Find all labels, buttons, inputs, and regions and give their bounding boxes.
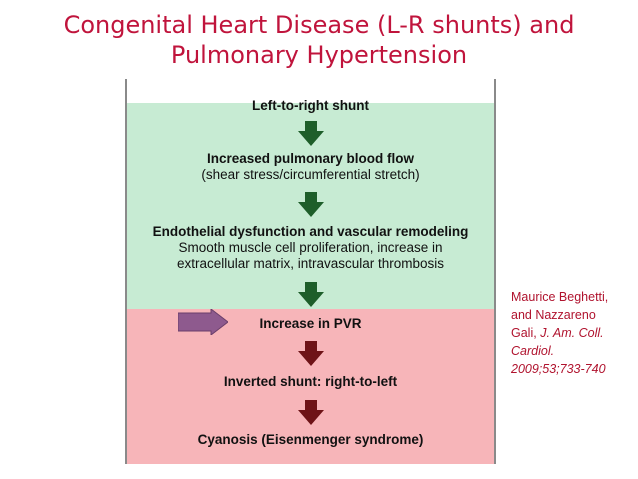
figure-right-border [494,79,496,464]
node-increased-pulmonary-blood-flow: Increased pulmonary blood flow (shear st… [133,151,488,183]
citation-line-3: Gali, J. Am. Coll. [511,324,636,342]
right-arrow-icon [178,309,228,335]
down-arrow-icon [298,192,324,217]
node-heading: Increased pulmonary blood flow [206,151,415,166]
node-increase-in-pvr: Increase in PVR [133,316,488,332]
node-heading: Left-to-right shunt [252,98,369,113]
citation-journal-cont: Cardiol. [511,344,555,358]
node-inverted-shunt: Inverted shunt: right-to-left [133,374,488,390]
slide-title: Congenital Heart Disease (L-R shunts) an… [0,10,638,70]
flow-diagram: Left-to-right shunt Increased pulmonary … [125,79,496,464]
node-endothelial-dysfunction: Endothelial dysfunction and vascular rem… [133,224,488,272]
node-heading: Inverted shunt: right-to-left [223,374,398,389]
citation-volume: 2009;53;733-740 [511,362,606,376]
citation-journal: J. Am. Coll. [540,326,604,340]
node-heading: Increase in PVR [259,316,362,331]
down-arrow-icon [298,121,324,146]
down-arrow-icon [298,341,324,366]
down-arrow-icon [298,282,324,307]
red-band [127,309,494,464]
citation-author-tail: Gali, [511,326,541,340]
title-line-2: Pulmonary Hypertension [170,41,468,69]
node-subtext-1: Smooth muscle cell proliferation, increa… [178,240,443,255]
citation: Maurice Beghetti, and Nazzareno Gali, J.… [511,288,636,378]
citation-line-5: 2009;53;733-740 [511,360,636,378]
node-heading: Cyanosis (Eisenmenger syndrome) [197,432,424,447]
title-line-1: Congenital Heart Disease (L-R shunts) an… [63,11,575,39]
figure-left-border [125,79,127,464]
node-left-to-right-shunt: Left-to-right shunt [133,98,488,114]
node-cyanosis: Cyanosis (Eisenmenger syndrome) [133,432,488,448]
node-subtext-2: extracellular matrix, intravascular thro… [176,256,445,271]
citation-line-1: Maurice Beghetti, [511,290,609,304]
citation-line-4: Cardiol. [511,342,636,360]
node-heading: Endothelial dysfunction and vascular rem… [152,224,469,239]
node-subtext: (shear stress/circumferential stretch) [201,167,420,182]
citation-line-2: and Nazzareno [511,308,596,322]
down-arrow-icon [298,400,324,425]
